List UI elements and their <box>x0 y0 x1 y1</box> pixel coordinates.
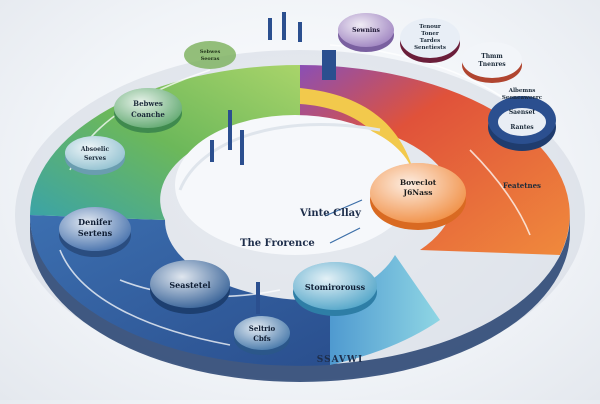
node-top <box>184 41 236 69</box>
node-label: Serves <box>84 155 107 162</box>
node-label: J6Nass <box>403 188 433 197</box>
node-label: Tardes <box>420 38 440 44</box>
node-shine <box>338 13 394 47</box>
node-label: Seastetel <box>169 280 210 290</box>
node-inner <box>498 108 546 136</box>
node-shine <box>293 262 377 310</box>
node-label: Sertens <box>78 228 113 238</box>
node-label: Rantes <box>510 124 534 131</box>
pointer-line <box>324 199 363 217</box>
node-top <box>462 42 522 78</box>
node-label: Saenset <box>509 109 536 116</box>
flow-arrow <box>469 149 531 236</box>
node-label: Sebwes <box>200 49 221 55</box>
ring-hole <box>175 115 415 255</box>
node-tenour[interactable]: Tenour Toner Tardes Senetiests <box>400 18 460 63</box>
node-bebwes[interactable]: Bebwes Coanche <box>114 88 182 133</box>
node-feantes-label[interactable]: Featetnes <box>503 181 541 190</box>
node-label: Tenour <box>419 24 441 30</box>
node-denifer[interactable]: Denifer Sertens <box>59 207 131 257</box>
node-stomirorouss[interactable]: Stomirorouss <box>293 262 377 316</box>
pin-group <box>210 12 336 314</box>
node-seltrio[interactable]: Seltrio Cbfs <box>234 316 290 355</box>
pin-block <box>322 50 336 80</box>
node-label: Seoras <box>201 56 220 62</box>
node-label: Absoelic <box>80 146 110 153</box>
node-label: Sewnins <box>352 27 380 34</box>
node-label: Cbfs <box>253 334 270 343</box>
node-thmm[interactable]: Thmm Tnenres <box>462 42 522 83</box>
node-label: Thmm <box>481 53 503 60</box>
pointer-line <box>329 227 361 244</box>
node-label: Senetiests <box>414 45 446 51</box>
node-label: Albemns <box>508 88 536 94</box>
node-abemns[interactable]: Albemns Seoneaweerc Saenset Rantes <box>488 88 556 151</box>
node-shine <box>234 316 290 350</box>
pin-post <box>228 110 232 150</box>
node-label: Coanche <box>131 110 165 119</box>
node-seastetel[interactable]: Seastetel <box>150 260 230 314</box>
node-abseotic[interactable]: Absoelic Serves <box>65 136 125 175</box>
node-shine <box>150 260 230 308</box>
hole-rim <box>178 123 381 191</box>
node-label: Stomirorouss <box>305 282 366 292</box>
pin-post <box>282 12 286 40</box>
node-label: Denifer <box>78 217 112 227</box>
flow-arrow <box>59 249 231 346</box>
node-label: Toner <box>421 31 439 37</box>
footer-label: SSAVWI <box>317 355 363 365</box>
node-leaf[interactable]: Sebwes Seoras <box>184 41 236 69</box>
node-label: Boveclot <box>400 178 437 187</box>
pin-post <box>256 282 260 314</box>
node-shine <box>59 207 131 251</box>
node-shine <box>65 136 125 170</box>
node-label: Bebwes <box>133 99 163 108</box>
node-top <box>400 18 460 58</box>
node-label: Seltrio <box>249 324 276 333</box>
node-label: Tnenres <box>478 61 506 68</box>
pin-post <box>268 18 272 40</box>
center-label-frorence: The Frorence <box>240 238 315 249</box>
node-shine <box>114 88 182 128</box>
node-label: Seoneaweerc <box>502 95 543 101</box>
node-shine <box>370 163 466 223</box>
pin-post <box>210 140 214 162</box>
center-label-vinte: Vinte Cllay <box>299 208 362 219</box>
node-boveclot[interactable]: Boveclot J6Nass <box>370 163 466 230</box>
pin-post <box>240 130 244 165</box>
node-sewnins[interactable]: Sewnins <box>338 13 394 52</box>
ring-segment-teal <box>330 255 440 365</box>
pin-post <box>298 22 302 42</box>
ring-segment-green <box>30 65 300 220</box>
